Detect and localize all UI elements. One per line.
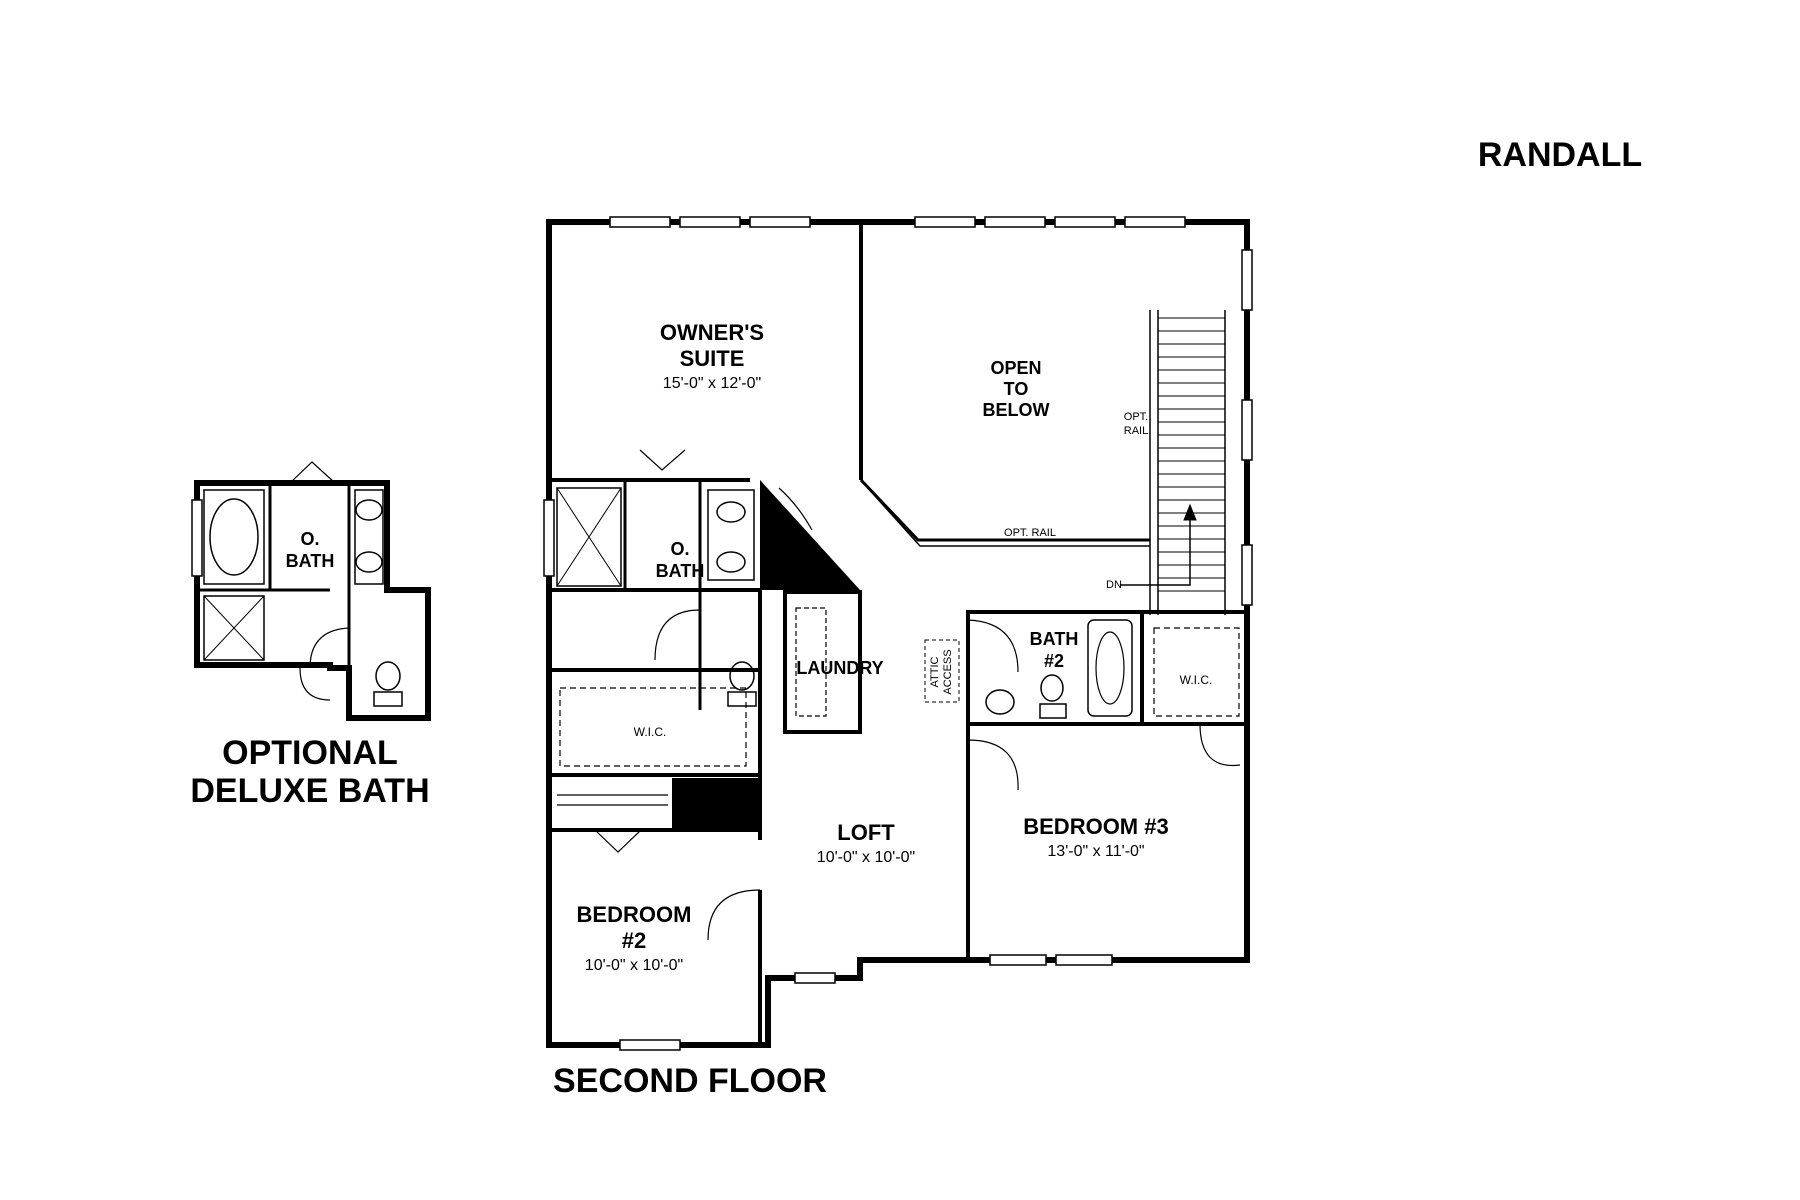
attic-label-2: ACCESS <box>942 649 954 694</box>
sink-icon <box>355 499 383 521</box>
bedroom2-label-2: #2 <box>622 928 646 953</box>
vanity <box>354 489 384 585</box>
attic-label: ATTIC <box>929 656 941 687</box>
dn-label: DN <box>1106 579 1122 591</box>
optional-title: OPTIONAL <box>222 734 398 772</box>
toilet-bowl <box>375 661 401 691</box>
sink-icon <box>985 689 1015 715</box>
open-below-label-2: TO <box>1004 379 1029 399</box>
opt-rail-bottom: OPT. RAIL <box>1004 527 1056 539</box>
open-below-rail-inner <box>865 485 1150 547</box>
optional-deluxe-bath-plan <box>191 461 431 721</box>
exterior-wall <box>194 480 431 721</box>
tub-icon <box>203 489 265 585</box>
door-swing <box>639 449 686 471</box>
bath2-label: BATH <box>1030 629 1079 649</box>
shower <box>203 595 265 661</box>
open-below-label-3: BELOW <box>983 400 1050 420</box>
second-floor-plan <box>543 216 1253 1051</box>
tub-icon <box>1087 619 1133 717</box>
door-swing <box>1199 723 1241 767</box>
bedroom2-dim: 10'-0" x 10'-0" <box>585 957 683 974</box>
bedroom3-label: BEDROOM #3 <box>1023 814 1168 839</box>
laundry-label: LAUNDRY <box>796 658 883 678</box>
bedroom2-label: BEDROOM <box>577 902 692 927</box>
optional-bath-label-2: BATH <box>286 551 335 571</box>
washer-dryer <box>795 607 827 717</box>
sink-icon <box>716 501 746 523</box>
wic-bed3 <box>1140 610 1249 726</box>
door-swing <box>289 461 336 484</box>
owners-suite-label: OWNER'S <box>660 320 764 345</box>
door-swing <box>299 667 331 701</box>
plan-name: RANDALL <box>1478 136 1642 174</box>
toilet-icon <box>373 691 403 707</box>
closet-block <box>672 778 760 830</box>
door-swing <box>309 627 350 669</box>
bedroom3-dim: 13'-0" x 11'-0" <box>1047 843 1144 860</box>
door-swing <box>967 619 1019 673</box>
open-below-label: OPEN <box>990 358 1041 378</box>
owners-suite-label-2: SUITE <box>680 346 745 371</box>
labels: RANDALL OWNER'S SUITE 15'-0" x 12'-0" OP… <box>190 136 1642 1100</box>
door-swing <box>778 487 813 531</box>
door-swing <box>654 609 701 661</box>
toilet-icon <box>1039 703 1067 719</box>
door-swing <box>594 829 642 853</box>
toilet-bowl <box>729 661 755 691</box>
stair-treads <box>1158 317 1225 592</box>
floor-title: SECOND FLOOR <box>553 1062 827 1100</box>
sink-icon <box>355 551 383 573</box>
toilet-icon <box>727 691 757 707</box>
optional-title-2: DELUXE BATH <box>190 772 429 810</box>
sink-icon <box>716 551 746 573</box>
attic-access <box>924 639 960 703</box>
vanity <box>707 489 755 581</box>
windows <box>543 216 1253 1051</box>
bath2-label-2: #2 <box>1044 651 1064 671</box>
open-below-rail <box>859 478 1150 542</box>
loft-dim: 10'-0" x 10'-0" <box>817 849 915 866</box>
loft-label: LOFT <box>837 820 895 845</box>
stair <box>1149 310 1226 615</box>
o-bath-label: O. <box>670 539 689 559</box>
stair-arrowhead <box>1183 503 1197 521</box>
optional-bath-label: O. <box>300 529 319 549</box>
wic-shelf <box>559 687 747 767</box>
owners-suite-dim: 15'-0" x 12'-0" <box>663 375 761 392</box>
wic-bed3-label: W.I.C. <box>1180 673 1213 687</box>
door-swing <box>707 889 761 941</box>
window <box>191 499 203 577</box>
wic-owner-label: W.I.C. <box>634 725 667 739</box>
door-swing <box>967 739 1019 791</box>
laundry-room <box>783 590 862 734</box>
opt-rail-stair-1: OPT. <box>1124 411 1148 423</box>
stair-arrow <box>1120 510 1191 586</box>
shower <box>556 487 622 587</box>
o-bath-label-2: BATH <box>656 561 705 581</box>
toilet-bowl <box>1040 674 1064 702</box>
opt-rail-stair-2: RAIL <box>1124 425 1148 437</box>
chase <box>760 480 860 590</box>
